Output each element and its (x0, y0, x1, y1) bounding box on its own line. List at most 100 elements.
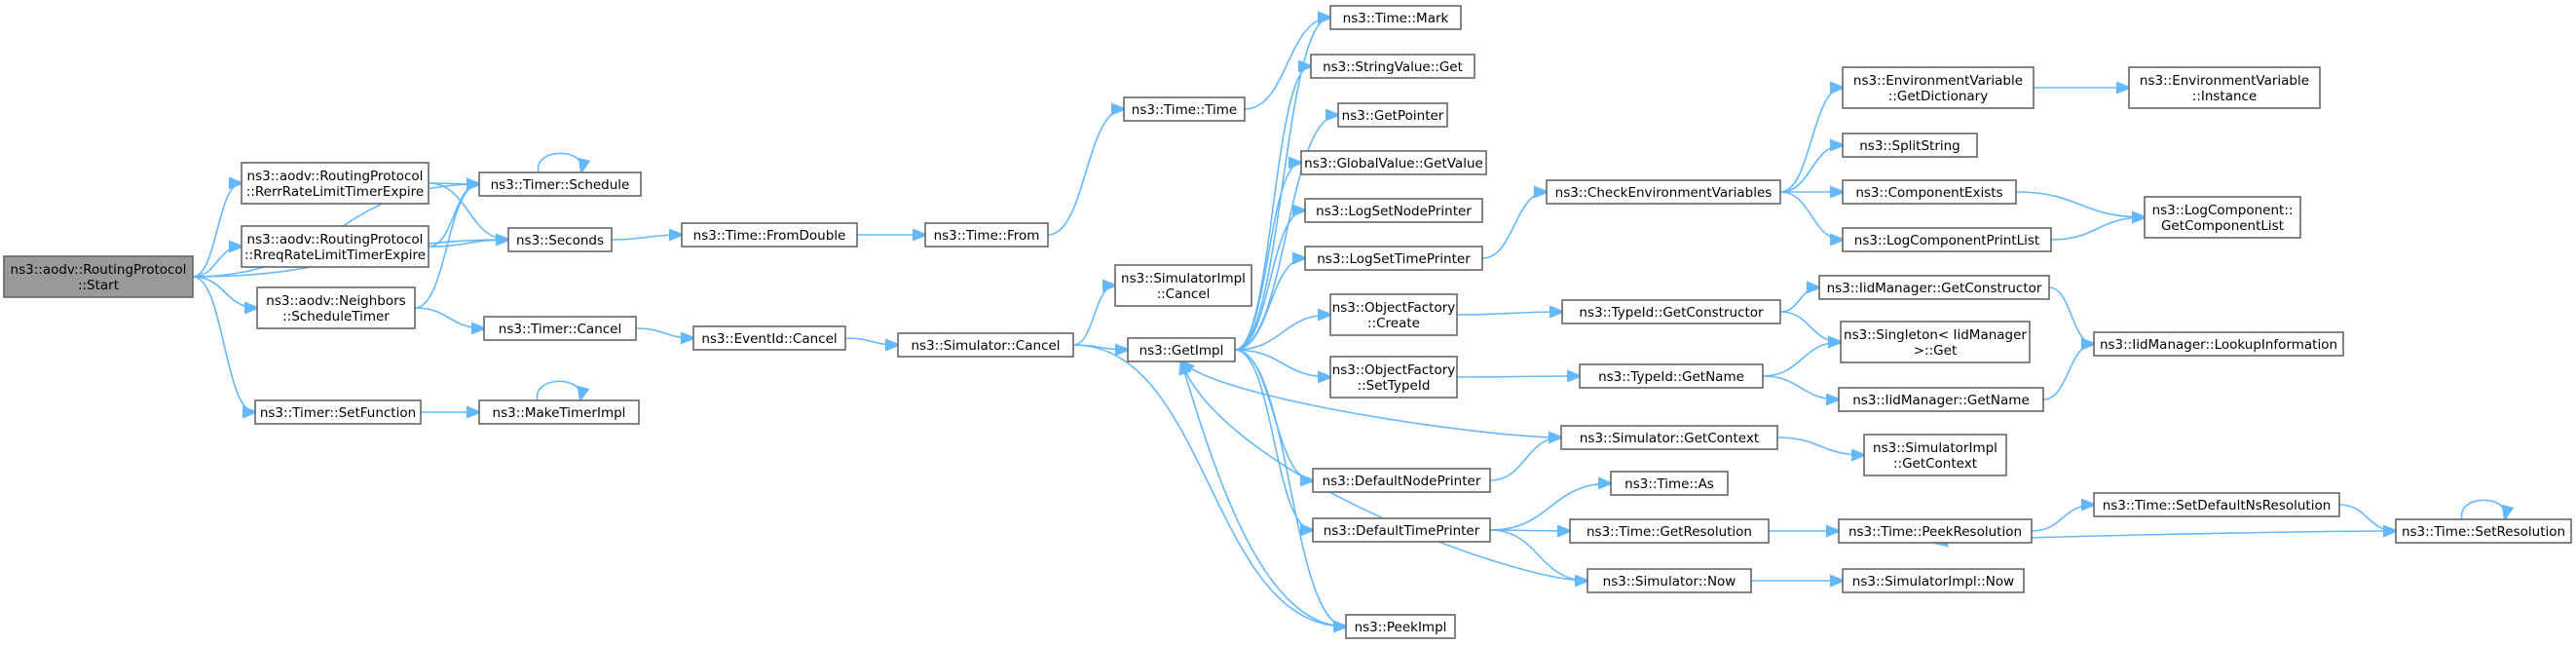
node-getctor[interactable]: ns3::TypeId::GetConstructor (1561, 299, 1781, 324)
node-schedule[interactable]: ns3::Timer::Schedule (478, 171, 642, 197)
node-peekres[interactable]: ns3::Time::PeekResolution (1838, 518, 2033, 544)
node-label: >::Get (1914, 343, 1957, 359)
node-simimplnow[interactable]: ns3::SimulatorImpl::Now (1842, 568, 2025, 593)
node-timemark[interactable]: ns3::Time::Mark (1329, 5, 1462, 30)
node-label: ::SetTypeId (1358, 378, 1431, 394)
node-lookup[interactable]: ns3::IidManager::LookupInformation (2093, 331, 2344, 357)
edge-compexists-to-logcomplist (2015, 191, 2145, 217)
node-getpointer[interactable]: ns3::GetPointer (1337, 102, 1448, 128)
node-box (1304, 246, 1483, 271)
node-getname[interactable]: ns3::TypeId::GetName (1579, 363, 1764, 389)
node-ofsettype[interactable]: ns3::ObjectFactory::SetTypeId (1329, 356, 1458, 399)
node-label: ns3::StringValue::Get (1323, 59, 1463, 75)
edge-getimpl-to-getpointer (1234, 115, 1338, 351)
node-gvget[interactable]: ns3::GlobalValue::GetValue (1300, 150, 1487, 175)
node-box (241, 225, 429, 268)
node-box (2144, 196, 2301, 239)
edge-peekimpl-to-getimpl (1181, 361, 1347, 627)
node-label: ns3::SimulatorImpl::Now (1852, 574, 2014, 589)
node-setres[interactable]: ns3::Time::SetResolution (2395, 518, 2572, 544)
node-label: ns3::IidManager::GetName (1852, 393, 2030, 408)
node-checkenv[interactable]: ns3::CheckEnvironmentVariables (1546, 179, 1781, 205)
node-label: ns3::Time::PeekResolution (1848, 524, 2022, 540)
node-box (1123, 96, 1246, 122)
node-timefrom[interactable]: ns3::Time::From (924, 222, 1049, 247)
nodes-layer: ns3::aodv::RoutingProtocol::Startns3::ao… (3, 5, 2572, 639)
edge-rreq-to-seconds (428, 240, 508, 247)
node-label: ns3::EventId::Cancel (701, 331, 837, 347)
edge-maketimer-to-maketimer (537, 380, 581, 400)
edge-getimpl-to-lognode (1234, 210, 1305, 351)
node-nbsched[interactable]: ns3::aodv::Neighbors::ScheduleTimer (256, 286, 416, 329)
edge-logprintlist-to-logcomplist (2050, 217, 2145, 241)
node-logprintlist[interactable]: ns3::LogComponentPrintList (1842, 227, 2052, 252)
node-rerr[interactable]: ns3::aodv::RoutingProtocol::RerrRateLimi… (241, 162, 429, 205)
edge-checkenv-to-envdict (1779, 88, 1843, 193)
node-seconds[interactable]: ns3::Seconds (507, 227, 613, 252)
node-iidgetname[interactable]: ns3::IidManager::GetName (1838, 387, 2044, 412)
node-ofcreate[interactable]: ns3::ObjectFactory::Create (1329, 293, 1458, 336)
node-box (1312, 468, 1491, 493)
node-singleton[interactable]: ns3::Singleton< IidManager >::Get (1840, 321, 2031, 363)
node-envinst[interactable]: ns3::EnvironmentVariable::Instance (2128, 66, 2321, 109)
node-rreq[interactable]: ns3::aodv::RoutingProtocol::RreqRateLimi… (241, 225, 429, 268)
node-box (1560, 425, 1778, 450)
node-splitstr[interactable]: ns3::SplitString (1842, 133, 1978, 158)
node-box (1114, 264, 1252, 307)
node-label: ns3::aodv::Neighbors (266, 293, 405, 309)
node-tcancel[interactable]: ns3::Timer::Cancel (483, 316, 637, 341)
node-evcancel[interactable]: ns3::EventId::Cancel (692, 325, 846, 351)
node-setdefres[interactable]: ns3::Time::SetDefaultNsResolution (2093, 492, 2340, 517)
node-box (2093, 331, 2344, 357)
node-lognode[interactable]: ns3::LogSetNodePrinter (1304, 198, 1483, 223)
node-timeas[interactable]: ns3::Time::As (1610, 471, 1729, 496)
node-compexists[interactable]: ns3::ComponentExists (1842, 179, 2017, 205)
node-fromdouble[interactable]: ns3::Time::FromDouble (681, 222, 858, 247)
node-envdict[interactable]: ns3::EnvironmentVariable::GetDictionary (1842, 66, 2035, 109)
node-label: GetComponentList (2161, 218, 2284, 234)
edge-checkenv-to-logprintlist (1779, 191, 1843, 240)
edge-peekres-to-setdefres (2031, 505, 2094, 532)
edge-deftime-to-timeas (1489, 483, 1611, 531)
node-logtime[interactable]: ns3::LogSetTimePrinter (1304, 246, 1483, 271)
node-logcomplist[interactable]: ns3::LogComponent::GetComponentList (2144, 196, 2301, 239)
node-label: ns3::Time::GetResolution (1587, 524, 1752, 540)
node-box (1300, 150, 1487, 175)
edge-deftime-to-getres (1489, 530, 1570, 531)
node-start[interactable]: ns3::aodv::RoutingProtocol::Start (3, 255, 194, 298)
node-simnow[interactable]: ns3::Simulator::Now (1587, 568, 1752, 593)
node-maketimer[interactable]: ns3::MakeTimerImpl (478, 399, 640, 425)
edge-iidgetctor-to-lookup (2048, 286, 2094, 344)
node-box (1842, 227, 2052, 252)
node-getimpl[interactable]: ns3::GetImpl (1127, 337, 1236, 362)
edge-nbsched-to-tcancel (414, 307, 484, 328)
node-simimplcancel[interactable]: ns3::SimulatorImpl::Cancel (1114, 264, 1252, 307)
node-label: ns3::LogSetNodePrinter (1316, 204, 1472, 219)
edge-getimpl-to-timemark (1234, 18, 1330, 351)
node-deftime[interactable]: ns3::DefaultTimePrinter (1312, 517, 1491, 543)
edge-logtime-to-checkenv (1481, 192, 1547, 259)
node-strget[interactable]: ns3::StringValue::Get (1310, 54, 1475, 79)
node-label: ns3::IidManager::GetConstructor (1827, 281, 2042, 296)
node-box (1546, 179, 1781, 205)
node-label: ns3::Simulator::Now (1603, 574, 1736, 589)
node-label: ns3::Timer::SetFunction (260, 405, 416, 421)
edge-getimpl-to-logtime (1234, 258, 1305, 351)
node-setfunc[interactable]: ns3::Timer::SetFunction (254, 399, 422, 425)
edge-seconds-to-fromdouble (611, 235, 682, 240)
node-simimplctx[interactable]: ns3::SimulatorImpl::GetContext (1863, 434, 2007, 476)
node-peekimpl[interactable]: ns3::PeekImpl (1345, 614, 1456, 639)
node-box (1310, 54, 1475, 79)
node-defnode[interactable]: ns3::DefaultNodePrinter (1312, 468, 1491, 493)
node-box (1345, 614, 1456, 639)
edge-getname-to-singleton (1762, 342, 1841, 377)
node-box (1842, 133, 1978, 158)
node-label: ns3::aodv::RoutingProtocol (11, 262, 187, 278)
node-box (478, 171, 642, 197)
node-simcancel[interactable]: ns3::Simulator::Cancel (897, 332, 1074, 358)
node-getres[interactable]: ns3::Time::GetResolution (1569, 518, 1770, 544)
node-label: ns3::GetImpl (1139, 343, 1224, 359)
node-simgetctx[interactable]: ns3::Simulator::GetContext (1560, 425, 1778, 450)
node-timetime[interactable]: ns3::Time::Time (1123, 96, 1246, 122)
node-iidgetctor[interactable]: ns3::IidManager::GetConstructor (1818, 275, 2050, 300)
